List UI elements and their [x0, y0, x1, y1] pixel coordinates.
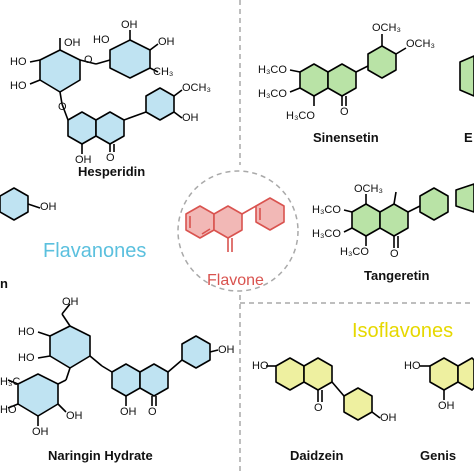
tangeretin-och3-1: OCH₃	[354, 183, 383, 195]
daidzein-label: Daidzein	[290, 448, 344, 463]
center-circle	[177, 170, 299, 292]
sinensetin-h3co-1: H₃CO	[258, 64, 287, 76]
naringin-ho-2: HO	[18, 352, 35, 364]
hesperidin-oh-3: OH	[158, 36, 175, 48]
naringin-oh-2: OH	[32, 426, 49, 438]
naringin-o: O	[148, 406, 157, 418]
genistein-ho: HO	[404, 360, 421, 372]
daidzein-ho: HO	[252, 360, 269, 372]
sinensetin-och3-1: OCH₃	[372, 22, 401, 34]
tangeretin-h3co-2: H₃CO	[312, 228, 341, 240]
tangeretin-o: O	[390, 248, 399, 260]
naringenin-partial-structure	[0, 187, 41, 221]
sinensetin-structure	[289, 34, 407, 106]
flavone-structure	[185, 197, 285, 252]
genistein-partial-label: Genis	[420, 448, 457, 463]
naringin-ho-1: HO	[18, 326, 35, 338]
daidzein-o: O	[314, 402, 323, 414]
hesperidin-oh-4: OH	[75, 154, 92, 166]
genistein-partial-structure	[420, 357, 474, 400]
sinensetin-label: Sinensetin	[313, 130, 379, 145]
hesperidin-label: Hesperidin	[78, 164, 146, 179]
isoflavones-category-label: Isoflavones	[352, 320, 454, 342]
tangeretin-h3co-3: H₃CO	[340, 246, 369, 258]
hesperidin-o-2: O	[58, 101, 67, 113]
flavanones-category-label: Flavanones	[43, 240, 147, 262]
hesperidin-och3: OCH₃	[182, 82, 211, 94]
naringin-hydrate-label: Naringin Hydrate	[48, 448, 153, 463]
hesperidin-ch3: CH₃	[153, 66, 174, 78]
daidzein-structure	[266, 357, 381, 421]
tangeretin-h3co-1: H₃CO	[312, 204, 341, 216]
hesperidin-ho-3: HO	[10, 80, 27, 92]
sinensetin-h3co-3: H₃CO	[286, 110, 315, 122]
daidzein-oh: OH	[380, 412, 397, 424]
naringin-ho-3: HO	[0, 404, 17, 416]
naringin-oh-1: OH	[62, 296, 79, 308]
flavone-center-label: Flavone	[207, 272, 264, 289]
hesperidin-ho-1: HO	[93, 34, 110, 46]
naringin-oh-4: OH	[120, 406, 137, 418]
hesperidin-o-1: O	[84, 54, 93, 66]
tangeretin-structure	[343, 183, 474, 248]
right-cut-label: E	[464, 130, 473, 145]
hesperidin-o-3: O	[106, 152, 115, 164]
naringenin-partial-label: n	[0, 276, 8, 291]
naringin-h3c: H₃C	[0, 376, 21, 388]
tangeretin-label: Tangeretin	[364, 268, 430, 283]
naringin-oh-5: OH	[218, 344, 235, 356]
sinensetin-h3co-2: H₃CO	[258, 88, 287, 100]
naringin-oh-3: OH	[66, 410, 83, 422]
sinensetin-och3-2: OCH₃	[406, 38, 435, 50]
hesperidin-oh-2: OH	[121, 19, 138, 31]
hesperidin-structure	[29, 30, 183, 154]
naringenin-oh: OH	[40, 201, 57, 213]
hesperidin-oh-1: OH	[64, 37, 81, 49]
right-cut-structure-top	[459, 55, 474, 97]
hesperidin-oh-5: OH	[182, 112, 199, 124]
naringin-hydrate-structure	[7, 303, 219, 426]
genistein-oh: OH	[438, 400, 455, 412]
hesperidin-ho-2: HO	[10, 56, 27, 68]
sinensetin-o: O	[340, 106, 349, 118]
